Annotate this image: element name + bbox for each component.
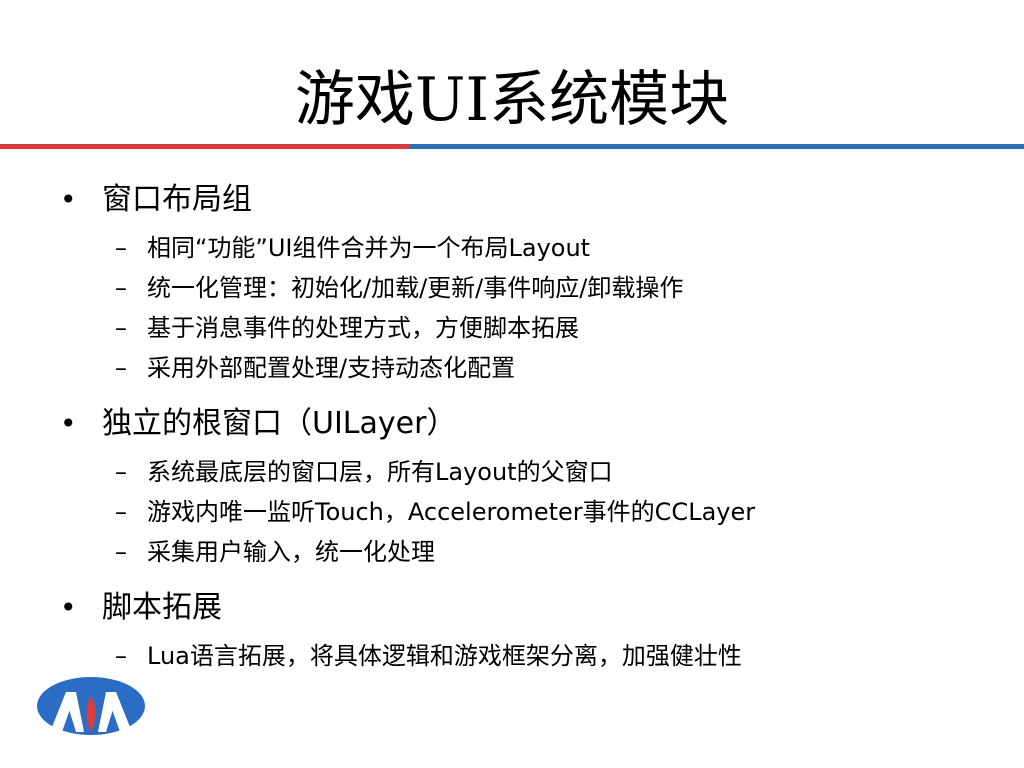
sub-item: – 采用外部配置处理/支持动态化配置 [0, 348, 1024, 388]
bullet-dot-icon: • [60, 183, 77, 216]
sub-item: – 采集用户输入，统一化处理 [0, 532, 1024, 572]
slide-content: • 窗口布局组 – 相同“功能”UI组件合并为一个布局Layout – 统一化管… [0, 172, 1024, 676]
bullet-dot-icon: • [60, 407, 77, 440]
bullet-heading: 窗口布局组 [102, 182, 252, 217]
title-divider-blue [410, 144, 1024, 149]
company-logo-icon [37, 677, 145, 735]
sub-item: – 游戏内唯一监听Touch，Accelerometer事件的CCLayer [0, 492, 1024, 532]
sub-item: – 基于消息事件的处理方式，方便脚本拓展 [0, 308, 1024, 348]
sub-item: – 统一化管理：初始化/加载/更新/事件响应/卸载操作 [0, 268, 1024, 308]
sub-item-text: 相同“功能”UI组件合并为一个布局Layout [147, 234, 591, 262]
sub-item: – 系统最底层的窗口层，所有Layout的父窗口 [0, 452, 1024, 492]
dash-icon: – [115, 354, 127, 382]
dash-icon: – [115, 234, 127, 262]
slide-title: 游戏UI系统模块 [294, 65, 730, 135]
bullet-item: • 独立的根窗口（UILayer） [0, 396, 1024, 452]
sub-item-text: 采集用户输入，统一化处理 [147, 538, 435, 566]
section-window-layout: • 窗口布局组 – 相同“功能”UI组件合并为一个布局Layout – 统一化管… [0, 172, 1024, 388]
dash-icon: – [115, 458, 127, 486]
dash-icon: – [115, 498, 127, 526]
bullet-heading: 独立的根窗口（UILayer） [102, 406, 457, 441]
dash-icon: – [115, 538, 127, 566]
section-root-window: • 独立的根窗口（UILayer） – 系统最底层的窗口层，所有Layout的父… [0, 396, 1024, 572]
sub-item-text: 采用外部配置处理/支持动态化配置 [147, 354, 516, 382]
title-divider-red [0, 144, 410, 149]
sub-item-text: 统一化管理：初始化/加载/更新/事件响应/卸载操作 [147, 274, 684, 302]
dash-icon: – [115, 274, 127, 302]
bullet-heading: 脚本拓展 [102, 590, 222, 625]
dash-icon: – [115, 314, 127, 342]
sub-item-text: 系统最底层的窗口层，所有Layout的父窗口 [147, 458, 613, 486]
dash-icon: – [115, 642, 127, 670]
sub-item: – 相同“功能”UI组件合并为一个布局Layout [0, 228, 1024, 268]
bullet-dot-icon: • [60, 591, 77, 624]
bullet-item: • 窗口布局组 [0, 172, 1024, 228]
sub-item-text: 游戏内唯一监听Touch，Accelerometer事件的CCLayer [147, 498, 756, 526]
sub-item-text: Lua语言拓展，将具体逻辑和游戏框架分离，加强健壮性 [147, 642, 742, 670]
sub-item-text: 基于消息事件的处理方式，方便脚本拓展 [147, 314, 579, 342]
section-script-extension: • 脚本拓展 – Lua语言拓展，将具体逻辑和游戏框架分离，加强健壮性 [0, 580, 1024, 676]
sub-item: – Lua语言拓展，将具体逻辑和游戏框架分离，加强健壮性 [0, 636, 1024, 676]
bullet-item: • 脚本拓展 [0, 580, 1024, 636]
